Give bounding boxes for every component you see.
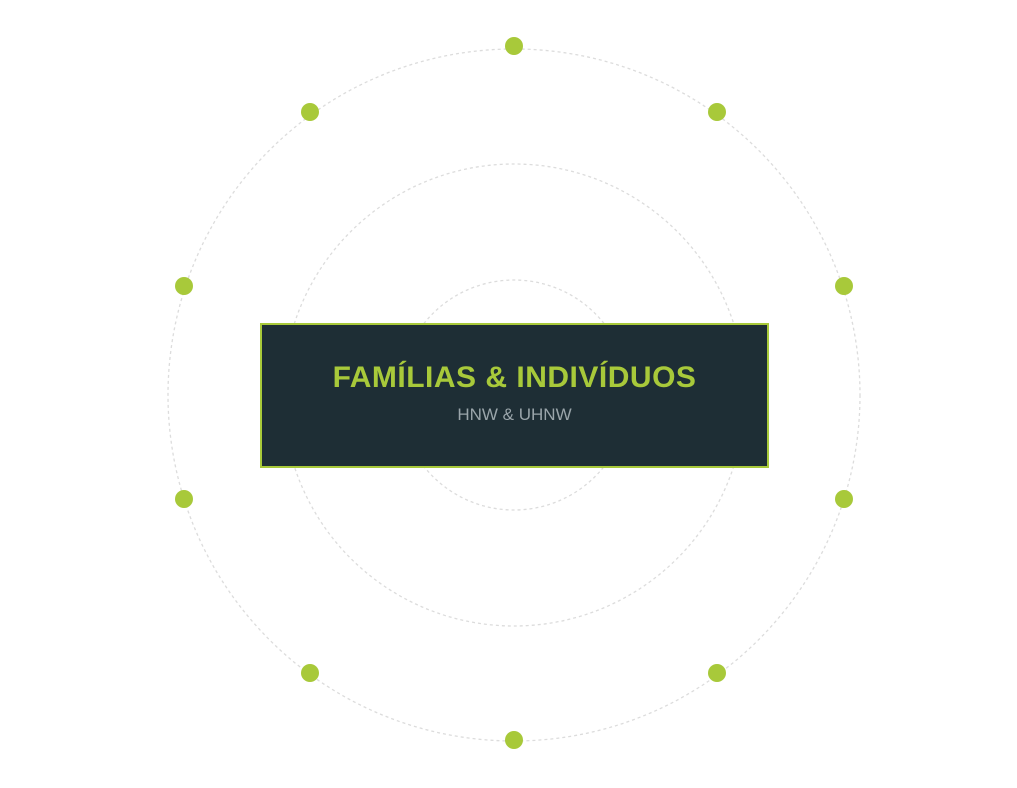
card-title: FAMÍLIAS & INDIVÍDUOS <box>332 361 697 394</box>
node-dot <box>708 664 726 682</box>
node-dot <box>505 731 523 749</box>
node-dot <box>835 277 853 295</box>
node-dot <box>175 490 193 508</box>
node-dot <box>505 37 523 55</box>
center-card: FAMÍLIAS & INDIVÍDUOS HNW & UHNW <box>260 323 769 468</box>
node-dot <box>835 490 853 508</box>
node-dot <box>301 664 319 682</box>
node-dot <box>301 103 319 121</box>
node-dot <box>175 277 193 295</box>
card-subtitle: HNW & UHNW <box>457 405 572 424</box>
node-dot <box>708 103 726 121</box>
outer-ring <box>167 48 861 742</box>
